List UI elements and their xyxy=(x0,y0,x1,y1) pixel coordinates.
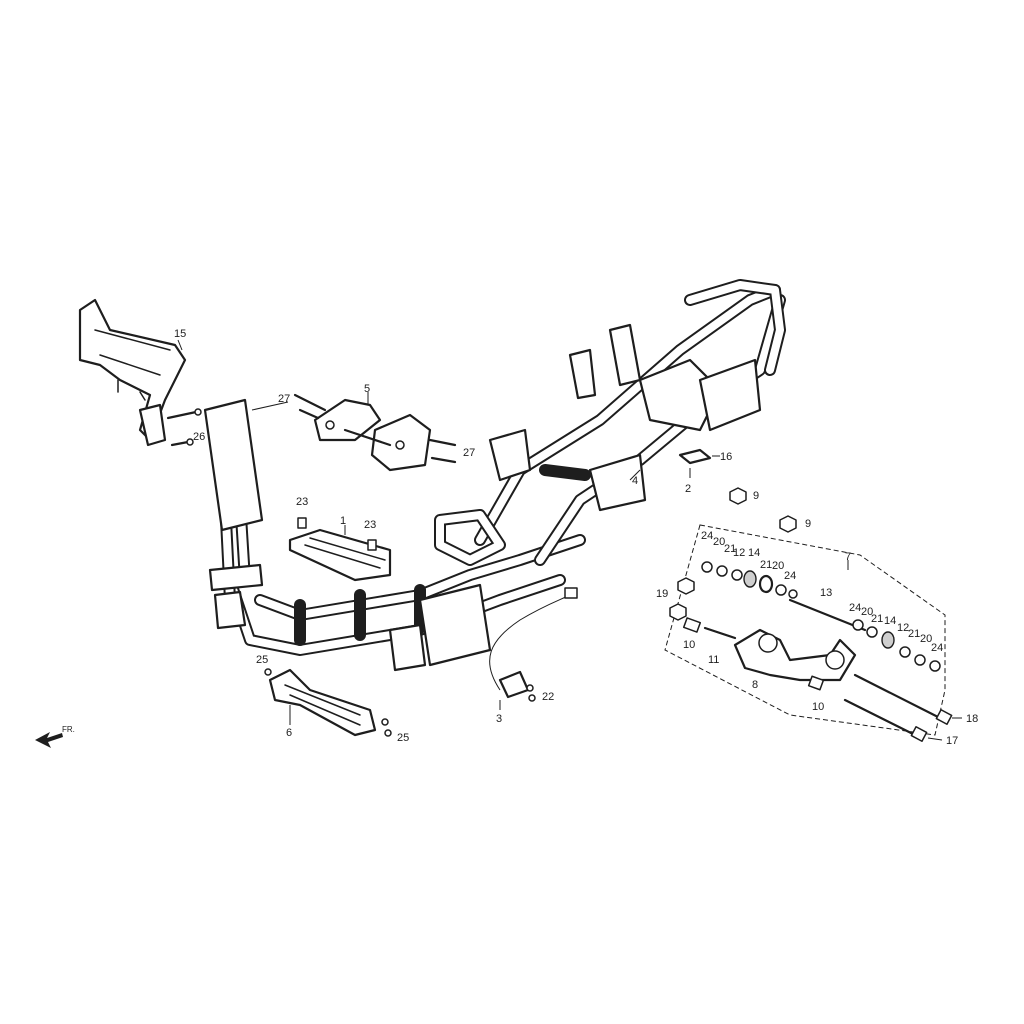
front-bracket xyxy=(78,298,187,447)
callout-26: 26 xyxy=(193,431,205,443)
callout-25b: 25 xyxy=(397,732,409,744)
callout-13: 13 xyxy=(820,587,832,599)
callout-22: 22 xyxy=(542,691,554,703)
callout-20d: 20 xyxy=(920,633,932,645)
callout-12b: 12 xyxy=(897,622,909,634)
front-direction-arrow: FR. xyxy=(35,725,75,748)
callout-19: 19 xyxy=(656,588,668,600)
callout-14b: 14 xyxy=(884,615,896,627)
callout-24a: 24 xyxy=(701,530,713,542)
callout-25a: 25 xyxy=(256,654,268,666)
callout-23a: 23 xyxy=(296,496,308,508)
callout-10a: 10 xyxy=(683,639,695,651)
callout-5: 5 xyxy=(364,383,370,395)
callout-15: 15 xyxy=(174,328,186,340)
callout-27a: 27 xyxy=(278,393,290,405)
callout-7: 7 xyxy=(845,551,851,563)
nut-23 xyxy=(297,517,377,551)
callout-10b: 10 xyxy=(812,701,824,713)
nut-9 xyxy=(729,487,797,533)
callout-14a: 14 xyxy=(748,547,760,559)
step-bracket xyxy=(268,668,377,737)
plate-16 xyxy=(678,448,720,478)
callout-9a: 9 xyxy=(753,490,759,502)
callout-12a: 12 xyxy=(733,547,745,559)
callout-11: 11 xyxy=(708,654,719,666)
callout-20b: 20 xyxy=(772,560,784,572)
engine-hanger-bracket xyxy=(313,392,432,472)
callout-24c: 24 xyxy=(849,602,861,614)
screw-22 xyxy=(526,684,536,702)
callout-21d: 21 xyxy=(908,628,920,640)
sensor-harness xyxy=(489,587,578,710)
callout-24b: 24 xyxy=(784,570,796,582)
callout-21b: 21 xyxy=(760,559,772,571)
callout-16: 16 xyxy=(720,451,732,463)
floor-bracket xyxy=(288,525,392,582)
callout-9b: 9 xyxy=(805,518,811,530)
callout-20c: 20 xyxy=(861,606,873,618)
callout-21c: 21 xyxy=(871,613,883,625)
main-frame xyxy=(203,279,786,672)
callout-27b: 27 xyxy=(463,447,475,459)
callout-21a: 21 xyxy=(724,543,736,555)
callout-3: 3 xyxy=(496,713,502,725)
bolt-25 xyxy=(264,668,392,737)
callout-4: 4 xyxy=(632,475,638,487)
pivot-assembly-group xyxy=(664,524,962,742)
callout-8: 8 xyxy=(752,679,758,691)
callout-6: 6 xyxy=(286,727,292,739)
bolt-set-26 xyxy=(166,408,202,447)
callout-labels: 1 2 3 4 5 6 7 8 9 9 10 10 11 12 12 13 14… xyxy=(174,328,978,747)
callout-17: 17 xyxy=(946,735,958,747)
bolt-set-27 xyxy=(293,393,457,464)
callout-1: 1 xyxy=(340,515,346,527)
callout-23b: 23 xyxy=(364,519,376,531)
callout-2: 2 xyxy=(685,483,691,495)
front-marker-label: FR. xyxy=(62,725,75,734)
callout-20a: 20 xyxy=(713,536,725,548)
callout-18: 18 xyxy=(966,713,978,725)
callout-24d: 24 xyxy=(931,642,943,654)
